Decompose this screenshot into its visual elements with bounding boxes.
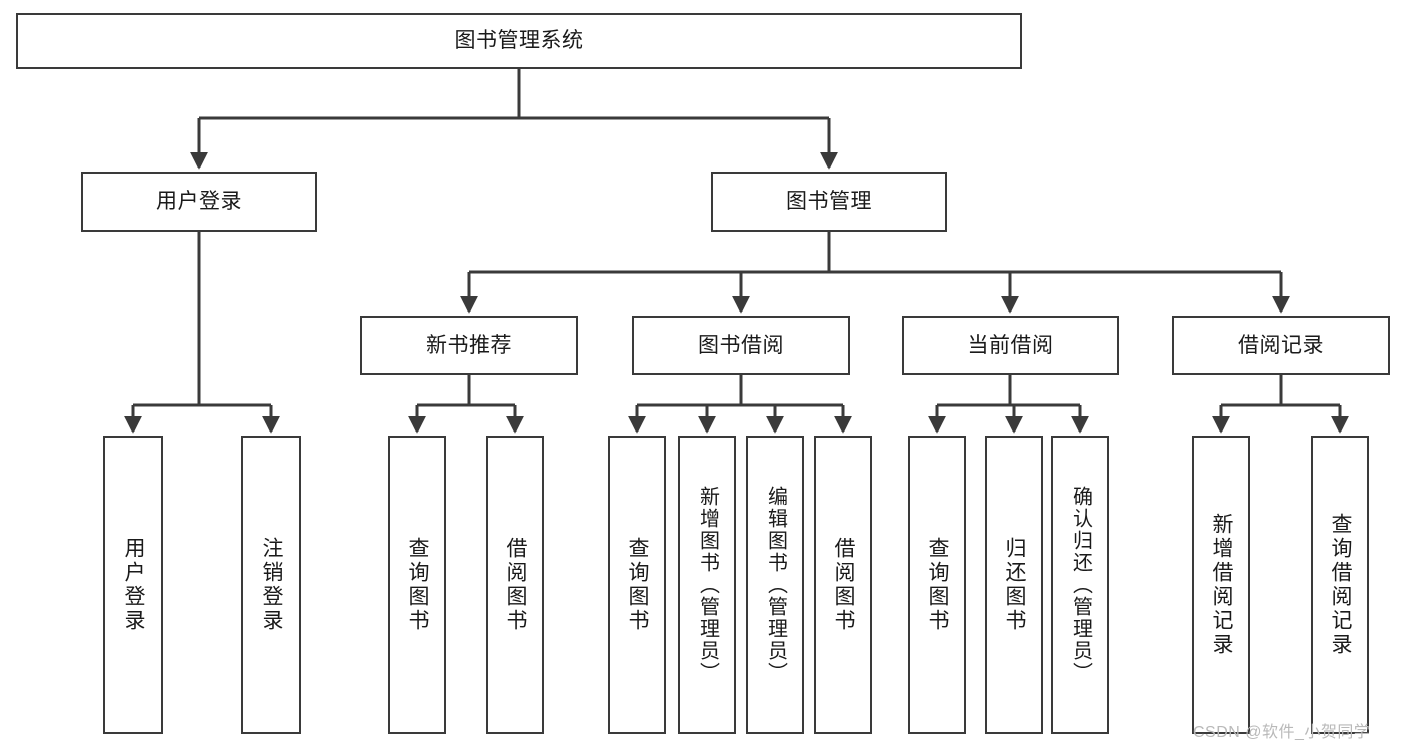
- node-leaf-query-record[interactable]: 查询借阅记录: [1311, 436, 1369, 734]
- node-leaf-query-book-cur-label: 查询图书: [926, 537, 950, 633]
- node-leaf-borrow-book-rec[interactable]: 借阅图书: [486, 436, 544, 734]
- node-leaf-add-record-label: 新增借阅记录: [1210, 513, 1234, 657]
- node-leaf-add-book-label: 新增图书（管理员）: [696, 486, 719, 684]
- node-leaf-return-book-label: 归还图书: [1003, 537, 1027, 633]
- node-user-login-label: 用户登录: [156, 190, 242, 214]
- node-leaf-user-login-label: 用户登录: [122, 537, 146, 633]
- node-new-book-rec-label: 新书推荐: [426, 333, 512, 357]
- node-new-book-rec[interactable]: 新书推荐: [360, 316, 578, 375]
- node-borrow-record-label: 借阅记录: [1238, 333, 1324, 357]
- node-leaf-query-book-cur[interactable]: 查询图书: [908, 436, 966, 734]
- node-leaf-add-book[interactable]: 新增图书（管理员）: [678, 436, 736, 734]
- node-leaf-edit-book-label: 编辑图书（管理员）: [764, 486, 787, 684]
- node-leaf-user-logout[interactable]: 注销登录: [241, 436, 301, 734]
- node-book-borrow-label: 图书借阅: [698, 333, 784, 357]
- node-user-login[interactable]: 用户登录: [81, 172, 317, 232]
- node-book-manage-label: 图书管理: [786, 190, 872, 214]
- node-leaf-borrow-book-label: 借阅图书: [832, 537, 856, 633]
- node-leaf-add-record[interactable]: 新增借阅记录: [1192, 436, 1250, 734]
- node-leaf-borrow-book-rec-label: 借阅图书: [504, 537, 528, 633]
- node-leaf-user-login[interactable]: 用户登录: [103, 436, 163, 734]
- node-root-label: 图书管理系统: [454, 29, 584, 53]
- node-leaf-edit-book[interactable]: 编辑图书（管理员）: [746, 436, 804, 734]
- node-leaf-query-record-label: 查询借阅记录: [1329, 513, 1353, 657]
- node-book-borrow[interactable]: 图书借阅: [632, 316, 850, 375]
- node-current-borrow[interactable]: 当前借阅: [902, 316, 1119, 375]
- node-leaf-return-book[interactable]: 归还图书: [985, 436, 1043, 734]
- node-leaf-query-book-borrow-label: 查询图书: [626, 537, 650, 633]
- node-leaf-query-book-borrow[interactable]: 查询图书: [608, 436, 666, 734]
- node-leaf-confirm-return[interactable]: 确认归还（管理员）: [1051, 436, 1109, 734]
- node-current-borrow-label: 当前借阅: [967, 333, 1054, 357]
- node-borrow-record[interactable]: 借阅记录: [1172, 316, 1390, 375]
- node-leaf-user-logout-label: 注销登录: [260, 537, 284, 633]
- node-leaf-query-book-rec[interactable]: 查询图书: [388, 436, 446, 734]
- node-leaf-query-book-rec-label: 查询图书: [406, 537, 430, 633]
- node-leaf-borrow-book[interactable]: 借阅图书: [814, 436, 872, 734]
- node-book-manage[interactable]: 图书管理: [711, 172, 947, 232]
- node-leaf-confirm-return-label: 确认归还（管理员）: [1069, 486, 1092, 684]
- csdn-watermark: CSDN @软件_小贺同学: [1193, 724, 1371, 741]
- node-root[interactable]: 图书管理系统: [16, 13, 1022, 69]
